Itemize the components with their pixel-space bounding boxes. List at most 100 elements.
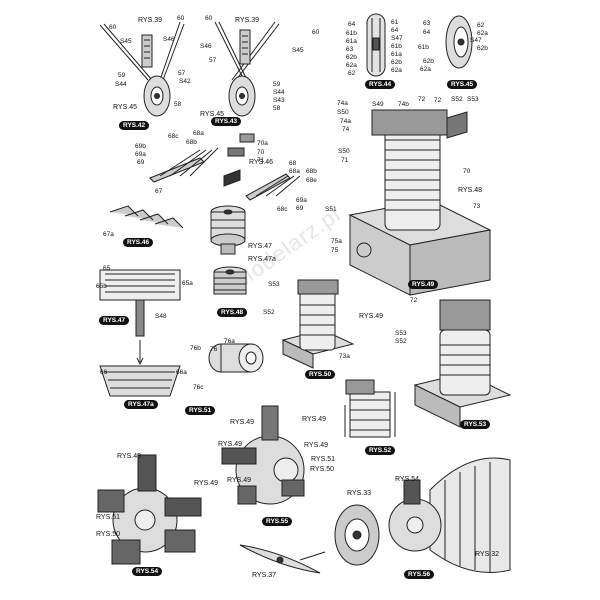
- part-label: S50: [337, 109, 349, 116]
- part-label: 68a: [289, 168, 300, 175]
- part-label: 74a: [337, 100, 348, 107]
- part-label: 62b: [477, 45, 488, 52]
- part-label: 62b: [346, 54, 357, 61]
- figure-badge: RYS.45: [447, 80, 478, 89]
- part-label: 71: [257, 157, 265, 164]
- part-label: 72: [434, 97, 442, 104]
- part-label: S53: [467, 96, 479, 103]
- figure-badge: RYS.43: [211, 117, 242, 126]
- part-label: 74a: [340, 118, 351, 125]
- cylinder-core: [210, 205, 246, 255]
- part-label: S51: [325, 206, 337, 213]
- figure-ref: RYS.54: [395, 476, 419, 483]
- part-label: 68: [289, 160, 297, 167]
- part-label: S47: [470, 37, 482, 44]
- landing-gear-right: [214, 21, 280, 117]
- part-label: 62b: [391, 59, 402, 66]
- part-label: 69: [137, 159, 145, 166]
- part-label: 66: [100, 369, 108, 376]
- fin-rod-assembly: [99, 269, 181, 397]
- part-label: 68c: [277, 206, 288, 213]
- cylinder-fin-parts: [109, 133, 301, 229]
- part-label: 67a: [103, 231, 114, 238]
- part-label: 68a: [193, 130, 204, 137]
- part-label: 64: [423, 29, 431, 36]
- part-label: 74b: [398, 101, 409, 108]
- part-label: S52: [263, 309, 275, 316]
- part-label: S44: [115, 81, 127, 88]
- figure-ref: RYS.49: [194, 480, 218, 487]
- part-label: 61b: [391, 43, 402, 50]
- part-label: 59: [118, 72, 126, 79]
- part-label: 61b: [346, 30, 357, 37]
- part-label: 59: [273, 81, 281, 88]
- part-label: 72: [410, 297, 418, 304]
- bearing-housing: [208, 343, 264, 373]
- figure-ref: RYS.46: [249, 159, 273, 166]
- figure-ref: RYS.49: [218, 441, 242, 448]
- figure-ref: RYS.48: [458, 187, 482, 194]
- part-label: 62a: [391, 67, 402, 74]
- part-label: S42: [179, 78, 191, 85]
- wheel-side-view: [445, 15, 473, 69]
- part-label: 57: [178, 70, 186, 77]
- part-label: S45: [292, 47, 304, 54]
- part-label: 69: [296, 205, 304, 212]
- figure-ref: RYS.32: [475, 551, 499, 558]
- part-label: 61a: [391, 51, 402, 58]
- part-label: 68c: [168, 133, 179, 140]
- part-label: 76c: [193, 384, 204, 391]
- part-label: 64: [348, 21, 356, 28]
- part-label: S44: [273, 89, 285, 96]
- part-label: 62: [477, 22, 485, 29]
- figure-badge: RYS.47: [99, 316, 130, 325]
- part-label: 76b: [190, 345, 201, 352]
- figure-ref: RYS.49: [230, 419, 254, 426]
- part-label: S46: [163, 36, 175, 43]
- part-label: 68b: [186, 139, 197, 146]
- radial-engine-top: [221, 405, 305, 505]
- figure-badge: RYS.46: [123, 238, 154, 247]
- part-label: 61b: [418, 44, 429, 51]
- figure-badge: RYS.56: [404, 570, 435, 579]
- part-label: 70a: [257, 140, 268, 147]
- figure-badge: RYS.53: [460, 420, 491, 429]
- part-label: S43: [273, 97, 285, 104]
- part-label: S48: [155, 313, 167, 320]
- part-label: 57: [209, 57, 217, 64]
- figure-badge: RYS.48: [217, 308, 248, 317]
- part-label: S50: [338, 148, 350, 155]
- part-label: S49: [372, 101, 384, 108]
- part-label: 60: [177, 15, 185, 22]
- part-label: S53: [268, 281, 280, 288]
- part-label: 76: [210, 346, 218, 353]
- landing-gear-left: [99, 21, 185, 117]
- part-label: 61: [391, 19, 399, 26]
- part-label: 75: [331, 247, 339, 254]
- figure-ref: RYS.47: [248, 243, 272, 250]
- part-label: 62a: [477, 30, 488, 37]
- part-label: S46: [200, 43, 212, 50]
- figure-badge: RYS.52: [365, 446, 396, 455]
- part-label: 76a: [224, 338, 235, 345]
- figure-ref: RYS.49: [359, 313, 383, 320]
- part-label: 65: [103, 265, 111, 272]
- figure-ref: RYS.49: [304, 442, 328, 449]
- part-label: 69a: [296, 197, 307, 204]
- part-label: 61a: [346, 38, 357, 45]
- part-label: 69a: [135, 151, 146, 158]
- figure-ref: RYS.50: [310, 466, 334, 473]
- part-label: 62: [348, 70, 356, 77]
- part-label: 70: [463, 168, 471, 175]
- figure-badge: RYS.50: [305, 370, 336, 379]
- figure-ref: RYS.39: [235, 17, 259, 24]
- figure-badge: RYS.54: [132, 567, 163, 576]
- part-label: 64: [391, 27, 399, 34]
- part-label: 72: [418, 96, 426, 103]
- part-label: 63: [423, 20, 431, 27]
- engine-cylinder-large: [348, 109, 492, 296]
- figure-ref: RYS.33: [347, 490, 371, 497]
- radial-engine-left: [97, 454, 202, 565]
- part-label: 68e: [306, 177, 317, 184]
